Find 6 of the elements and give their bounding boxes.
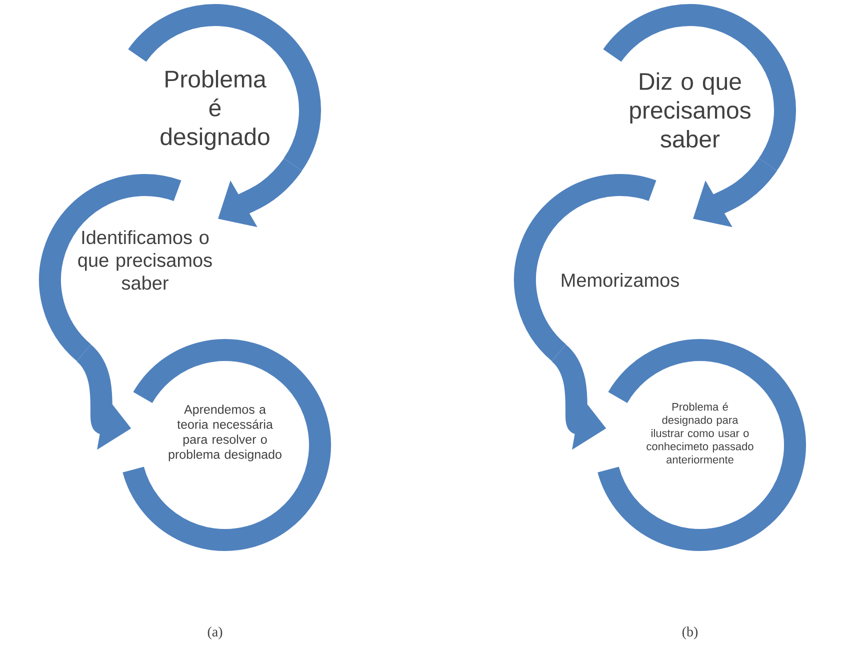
panel-label: (b)	[682, 626, 698, 640]
circular-arrow-ring: Problema é designado para ilustrar como usar o conhecimeto passado anteriormente	[598, 339, 806, 551]
circular-arrow-ring: Diz o que precisamos saber	[604, 4, 796, 170]
panel-label: (a)	[208, 626, 222, 640]
circular-arrow-ring: Aprendemos a teoria necessária para resolver o problema designado	[122, 339, 331, 551]
circular-arrow-ring: Problema é designado	[128, 4, 321, 170]
